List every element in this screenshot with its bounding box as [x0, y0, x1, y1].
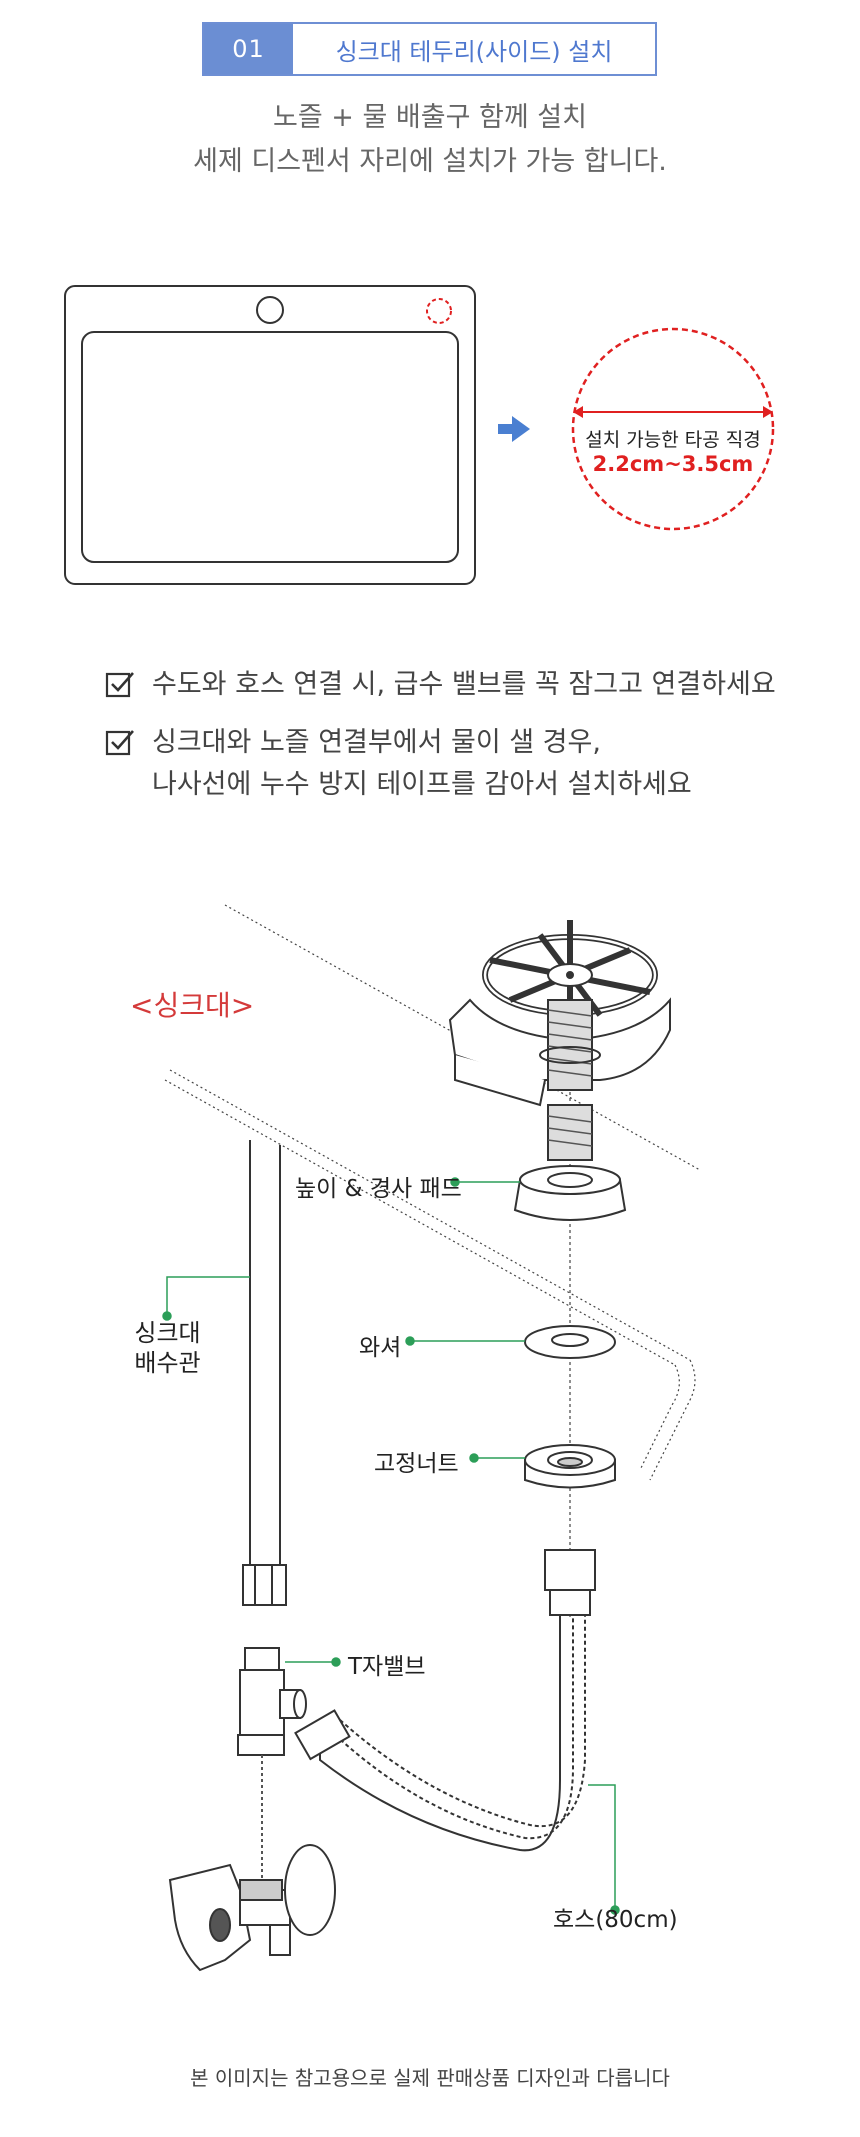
nozzle — [448, 920, 671, 1161]
washer — [524, 1325, 616, 1359]
label-nut: 고정너트 — [374, 1451, 459, 1477]
sink-top-view — [64, 285, 775, 585]
hole-diameter-label: 설치 가능한 타공 직경 — [585, 429, 761, 451]
note-text: 싱크대와 노즐 연결부에서 물이 샐 경우, 나사선에 누수 방지 테이프를 감… — [152, 727, 692, 800]
t-valve — [237, 1647, 307, 1890]
sink-tag: <싱크대> — [130, 989, 255, 1022]
hole-diameter-circle — [571, 327, 775, 531]
note-item: 수도와 호스 연결 시, 급수 밸브를 꼭 잠그고 연결하세요 — [104, 664, 776, 706]
counter-edge — [169, 1069, 691, 1361]
arrow-right-icon — [498, 416, 530, 442]
label-pad: 높이 & 경사 패드 — [295, 1176, 462, 1202]
height-slope-pad — [513, 1165, 627, 1221]
angle-valve — [168, 1844, 336, 1972]
sink-drain-pipe — [242, 1140, 287, 1606]
step-number: 01 — [204, 24, 293, 74]
disclaimer: 본 이미지는 참고용으로 실제 판매상품 디자인과 다릅니다 — [190, 2066, 670, 2090]
checkbox-icon — [105, 730, 134, 756]
installation-diagram — [162, 904, 701, 1972]
hole-diameter-range: 2.2cm~3.5cm — [592, 452, 754, 476]
leader-lines — [162, 1177, 620, 1915]
hose — [294, 1549, 596, 1852]
dispenser-hole-marker — [426, 298, 452, 324]
faucet-hole — [256, 296, 284, 324]
sink-basin — [81, 331, 459, 563]
intro-line-2: 세제 디스펜서 자리에 설치가 가능 합니다. — [193, 146, 667, 177]
step-title: 싱크대 테두리(사이드) 설치 — [335, 37, 613, 66]
fixing-nut — [524, 1444, 616, 1489]
label-washer: 와셔 — [359, 1335, 402, 1361]
intro-line-1: 노즐 + 물 배출구 함께 설치 — [273, 102, 587, 133]
label-hose: 호스(80cm) — [553, 1907, 678, 1933]
note-item: 싱크대와 노즐 연결부에서 물이 샐 경우, 나사선에 누수 방지 테이프를 감… — [104, 722, 692, 806]
step-header: 01 싱크대 테두리(사이드) 설치 — [202, 22, 657, 76]
label-drain-pipe: 싱크대 배수관 — [134, 1319, 201, 1377]
checkbox-icon — [105, 672, 134, 698]
label-t-valve: T자밸브 — [348, 1654, 426, 1680]
note-text: 수도와 호스 연결 시, 급수 밸브를 꼭 잠그고 연결하세요 — [152, 669, 776, 700]
